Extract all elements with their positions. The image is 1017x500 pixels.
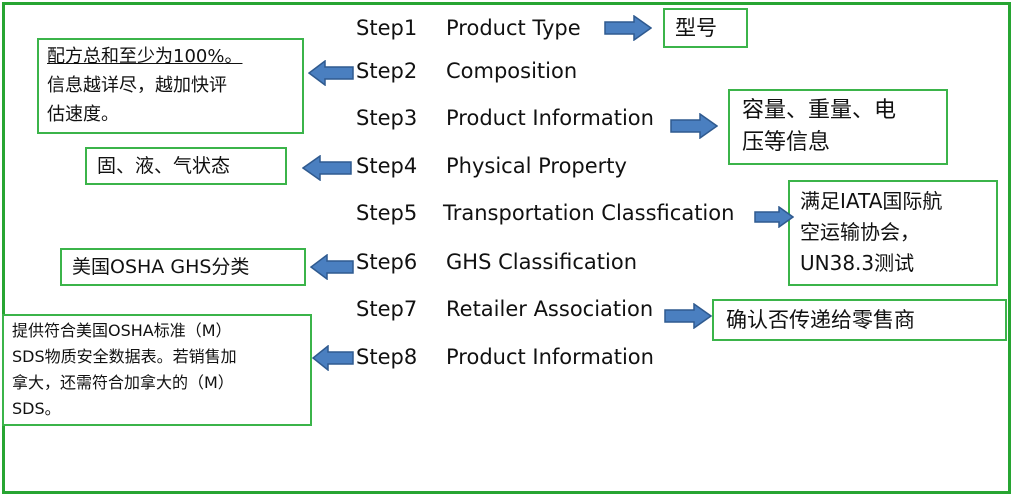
note-step2-line2: 信息越详尽，越加快评	[47, 75, 227, 96]
step-8-number: Step8	[356, 345, 418, 369]
note-step3-info: 容量、重量、电 压等信息	[728, 89, 948, 165]
note-step5-line1: 满足IATA国际航	[800, 189, 943, 213]
note-step5-transport: 满足IATA国际航 空运输协会， UN38.3测试	[788, 180, 998, 286]
step-6: Step6 GHS Classification	[356, 249, 637, 275]
arrow-right-step1-icon	[604, 15, 652, 41]
note-step8-line2: SDS物质安全数据表。若销售加	[12, 347, 237, 366]
step-4: Step4 Physical Property	[356, 153, 627, 179]
arrow-left-step2-icon	[308, 60, 354, 86]
note-step7-text: 确认否传递给零售商	[726, 308, 915, 332]
note-step1-text: 型号	[675, 16, 717, 40]
step-7-label: Retailer Association	[446, 297, 654, 321]
note-step8-line3: 拿大，还需符合加拿大的（M）	[12, 373, 234, 392]
note-step3-line1: 容量、重量、电	[742, 98, 897, 123]
step-6-number: Step6	[356, 250, 418, 274]
arrow-left-step4-icon	[302, 155, 352, 181]
note-step5-line3: UN38.3测试	[800, 251, 915, 275]
step-8: Step8 Product Information	[356, 344, 654, 370]
step-3-number: Step3	[356, 106, 418, 130]
step-7: Step7 Retailer Association	[356, 296, 653, 322]
note-step3-line2: 压等信息	[742, 130, 831, 155]
note-step6-ghs: 美国OSHA GHS分类	[60, 248, 306, 286]
arrow-left-step8-icon	[312, 345, 354, 371]
step-5-label: Transportation Classfication	[443, 201, 735, 225]
arrow-left-step6-icon	[310, 254, 354, 280]
note-step1-model: 型号	[663, 8, 748, 48]
step-7-number: Step7	[356, 297, 418, 321]
step-3: Step3 Product Information	[356, 105, 654, 131]
step-1-number: Step1	[356, 16, 418, 40]
note-step2-line1: 配方总和至少为100%。	[47, 46, 243, 67]
note-step6-text: 美国OSHA GHS分类	[72, 256, 250, 278]
step-8-label: Product Information	[446, 345, 654, 369]
step-5: Step5 Transportation Classfication	[356, 200, 734, 226]
arrow-right-step5-icon	[754, 206, 794, 228]
note-step2-line3: 估速度。	[47, 104, 119, 125]
note-step5-line2: 空运输协会，	[800, 220, 920, 244]
arrow-right-step3-icon	[670, 113, 718, 139]
step-4-number: Step4	[356, 154, 418, 178]
step-6-label: GHS Classification	[446, 250, 638, 274]
step-2-number: Step2	[356, 59, 418, 83]
step-4-label: Physical Property	[446, 154, 627, 178]
note-step8-sds: 提供符合美国OSHA标准（M） SDS物质安全数据表。若销售加 拿大，还需符合加…	[2, 314, 312, 426]
note-step8-line1: 提供符合美国OSHA标准（M）	[12, 321, 232, 340]
note-step4-text: 固、液、气状态	[97, 155, 231, 177]
step-5-number: Step5	[356, 201, 418, 225]
step-2: Step2 Composition	[356, 58, 577, 84]
arrow-right-step7-icon	[664, 303, 712, 329]
step-1: Step1 Product Type	[356, 15, 581, 41]
note-step7-retailer: 确认否传递给零售商	[712, 299, 1007, 341]
step-1-label: Product Type	[446, 16, 581, 40]
note-step4-physical: 固、液、气状态	[85, 147, 287, 185]
step-2-label: Composition	[446, 59, 578, 83]
note-step2-composition: 配方总和至少为100%。 信息越详尽，越加快评 估速度。	[37, 38, 304, 134]
note-step8-line4: SDS。	[12, 399, 61, 418]
step-3-label: Product Information	[446, 106, 654, 130]
diagram-frame	[2, 2, 1011, 494]
